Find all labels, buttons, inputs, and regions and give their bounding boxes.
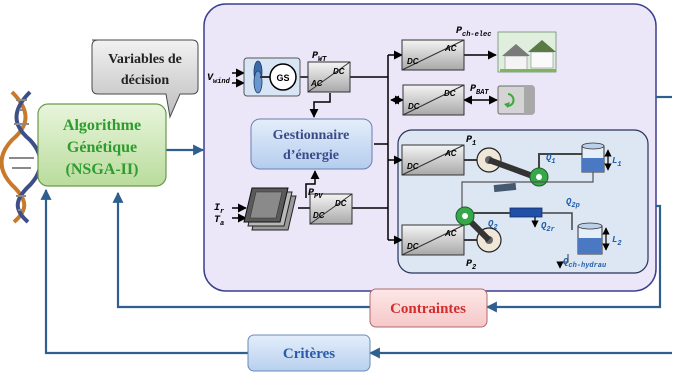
flow-q2-label: Q2 [488,219,498,232]
flow-q2p-label: Q2p [566,197,580,210]
converter-battery-in: DC [408,102,420,111]
converter-pump-2-out: AC [444,229,457,238]
converter-wind-in: AC [310,79,323,88]
criteria-label: Critères [283,346,335,362]
hydraulic-load-flow-label: Qch-hydrau [563,257,607,270]
pump-1-power-label: P1 [466,135,476,148]
wind-power-label: PWT [312,51,327,64]
decision-line-2: décision [121,73,169,88]
converter-pv: DC DC [309,193,353,225]
hydraulic-elements [455,142,612,269]
energy-manager-line-2: d’énergie [283,148,339,163]
converter-wind-out: DC [333,67,345,76]
variable-labels: Vwind PWT Ir Ta PPV Pch-elec PBAT P1 P2 … [207,26,622,272]
algorithm-line-1: Algorithme [63,117,141,134]
converter-pump-2: DC AC [401,224,465,256]
battery-icon [497,85,535,115]
converter-pump-1: DC AC [401,144,465,176]
power-wiring [232,50,498,245]
converter-load-in: DC [407,57,419,66]
algorithm-line-2: Génétique [67,139,137,156]
irradiance-label: Ir [214,203,225,216]
level-l2-label: L2 [612,235,622,248]
decision-line-1: Variables de [108,52,182,67]
converter-battery-out: DC [444,89,456,98]
flow-q2r-label: Q2r [541,221,556,234]
temperature-label: Ta [214,215,224,228]
converter-pv-in: DC [313,211,325,220]
criteria-box: Critères [247,334,371,372]
energy-manager-line-1: Gestionnaire [273,128,350,143]
converter-wind: AC DC [307,61,351,93]
wind-turbine-icon [243,57,301,97]
battery-power-label: PBAT [470,84,489,97]
algorithm-line-3: (NSGA-II) [66,161,139,178]
pv-panel-icon [243,187,297,231]
wind-speed-label: Vwind [207,73,231,86]
algorithm-box: Algorithme Génétique (NSGA-II) [37,103,167,187]
house-load-icon [497,31,557,73]
converter-pump-2-in: DC [407,242,419,251]
decision-callout: Variables de décision [91,39,199,119]
generator-circle [269,63,297,91]
level-l1-label: L1 [612,156,622,169]
pv-power-label: PPV [308,188,323,201]
converter-pv-out: DC [335,199,347,208]
converter-pump-1-in: DC [407,162,419,171]
converter-load: DC AC [401,39,465,71]
load-power-label: Pch-elec [456,26,491,39]
dna-icon [0,90,43,224]
converter-load-out: AC [444,44,457,53]
feedback-lines [40,95,672,359]
converter-battery: DC DC [402,84,465,116]
constraints-label: Contraintes [390,301,466,317]
generator-label: GS [276,73,289,83]
constraints-box: Contraintes [369,288,488,328]
energy-manager-box: Gestionnaire d’énergie [250,118,373,170]
converter-pump-1-out: AC [444,149,457,158]
flow-q1-label: Q1 [546,153,556,166]
pump-2-power-label: P2 [466,259,477,272]
